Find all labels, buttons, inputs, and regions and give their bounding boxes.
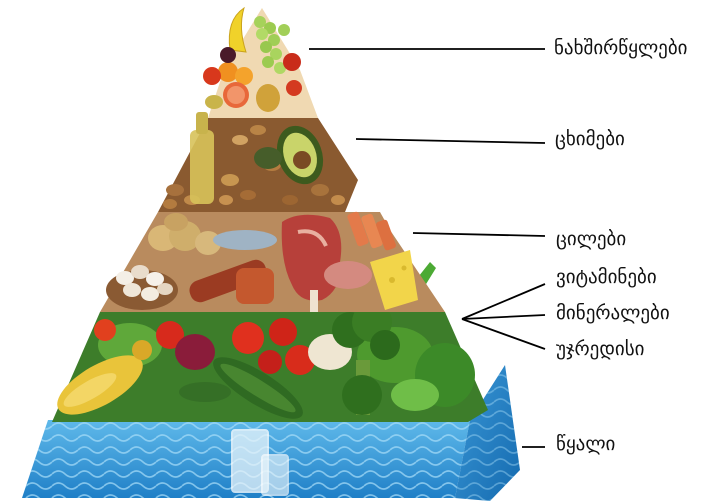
banana-icon	[229, 8, 246, 52]
label-vitamins: ვიტამინები	[556, 266, 657, 288]
label-minerals: მინერალები	[556, 302, 670, 324]
connector-minerals	[462, 315, 545, 319]
plum-icon	[220, 47, 236, 63]
carbohydrates-tier	[203, 8, 318, 118]
olive-icon	[254, 147, 282, 169]
proteins-tier	[100, 211, 445, 312]
fish-icon	[213, 230, 277, 250]
label-water: წყალი	[556, 433, 615, 455]
pear-icon	[256, 84, 280, 112]
fats-tier	[158, 112, 358, 212]
label-proteins: ცილები	[556, 228, 626, 250]
label-carbohydrates: ნახშირწყლები	[554, 37, 688, 59]
label-fats: ცხიმები	[555, 128, 625, 150]
connector-proteins	[413, 233, 545, 236]
label-fiber: უჯრედისი	[556, 338, 644, 360]
connector-fiber	[462, 319, 545, 349]
ham-icon	[324, 261, 372, 289]
connector-vitamins	[462, 284, 545, 319]
connector-fats	[356, 139, 545, 143]
cabbage-icon	[175, 334, 215, 370]
